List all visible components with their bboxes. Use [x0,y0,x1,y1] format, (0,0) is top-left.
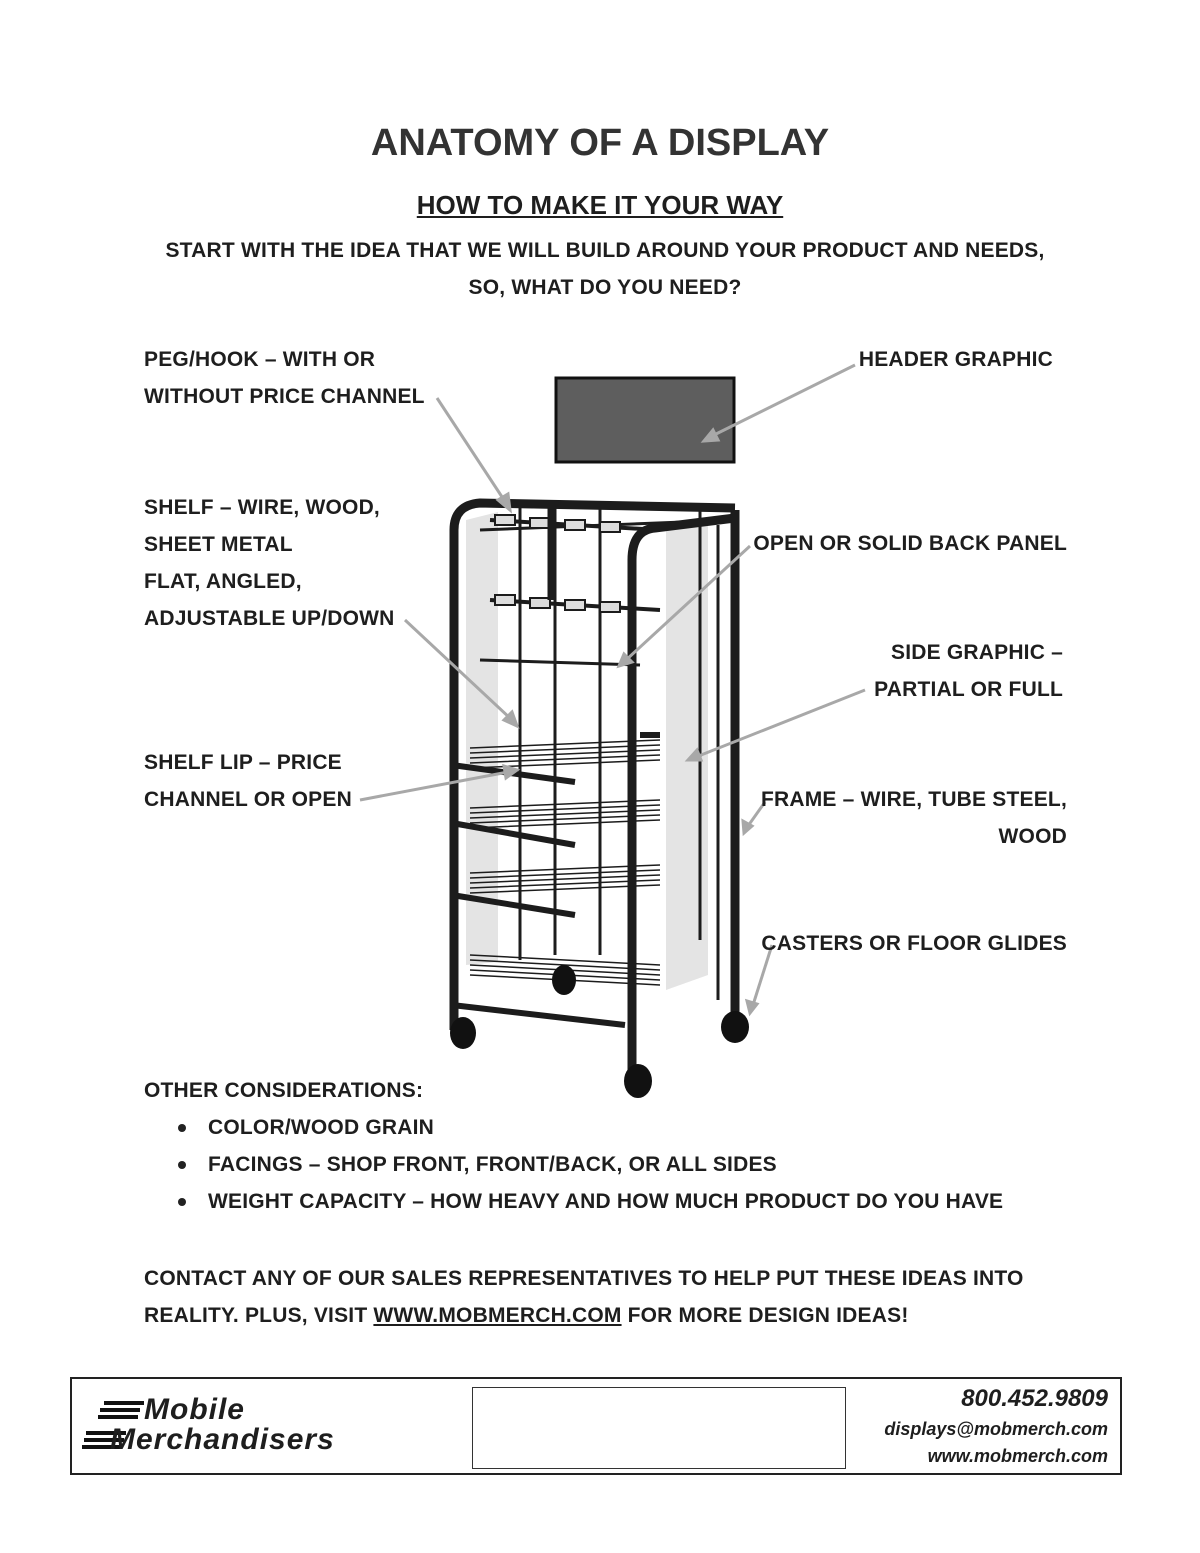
callout-line: ADJUSTABLE UP/DOWN [144,607,395,630]
website-url[interactable]: www.mobmerch.com [927,1446,1108,1466]
list-item: FACINGS – SHOP FRONT, FRONT/BACK, OR ALL… [144,1146,1003,1183]
website-link[interactable]: WWW.MOBMERCH.COM [373,1304,622,1327]
callout-side-graphic: SIDE GRAPHIC – PARTIAL OR FULL [874,634,1063,708]
footer-box: Mobile Merchandisers 800.452.9809 displa… [70,1377,1122,1475]
callout-shelf: SHELF – WIRE, WOOD, SHEET METAL FLAT, AN… [144,489,395,637]
callout-arrows [359,363,866,1017]
contact-line: REALITY. PLUS, VISIT WWW.MOBMERCH.COM FO… [144,1297,1024,1334]
callout-line: PARTIAL OR FULL [874,678,1063,701]
callout-line: SHELF LIP – PRICE [144,751,342,774]
page-subtitle: HOW TO MAKE IT YOUR WAY [416,190,784,220]
list-item: WEIGHT CAPACITY – HOW HEAVY AND HOW MUCH… [144,1183,1003,1220]
intro-text: START WITH THE IDEA THAT WE WILL BUILD A… [0,232,1200,306]
considerations-heading: OTHER CONSIDERATIONS: [144,1079,424,1102]
considerations-list: COLOR/WOOD GRAIN FACINGS – SHOP FRONT, F… [144,1109,1003,1220]
email-address[interactable]: displays@mobmerch.com [884,1419,1108,1439]
dealer-info-box [472,1387,846,1469]
callout-peg-hook: PEG/HOOK – WITH OR WITHOUT PRICE CHANNEL [144,341,425,415]
contact-line: CONTACT ANY OF OUR SALES REPRESENTATIVES… [144,1267,1024,1290]
speed-lines-icon [82,1401,144,1449]
callout-line: PEG/HOOK – WITH OR [144,348,376,371]
phone-number: 800.452.9809 [961,1385,1108,1412]
callout-casters: CASTERS OR FLOOR GLIDES [761,925,1067,962]
callout-line: FRAME – WIRE, TUBE STEEL, [760,788,1067,811]
page-title: ANATOMY OF A DISPLAY [370,122,830,164]
company-logo: Mobile Merchandisers [82,1395,462,1465]
frame [449,498,740,1072]
logo-line: Mobile [144,1393,245,1426]
logo-line: Merchandisers [110,1423,335,1456]
contact-text: REALITY. PLUS, VISIT [144,1304,374,1327]
callout-line: SIDE GRAPHIC – [891,641,1063,664]
contact-paragraph: CONTACT ANY OF OUR SALES REPRESENTATIVES… [144,1260,1024,1334]
callout-header-graphic: HEADER GRAPHIC [859,341,1053,378]
intro-line: SO, WHAT DO YOU NEED? [468,276,742,299]
side-panels [466,512,708,990]
callout-shelf-lip: SHELF LIP – PRICE CHANNEL OR OPEN [144,744,352,818]
list-item: COLOR/WOOD GRAIN [144,1109,1003,1146]
callout-line: OPEN OR SOLID BACK PANEL [753,532,1067,555]
contact-info: 800.452.9809 displays@mobmerch.com www.m… [884,1383,1108,1469]
callout-line: WOOD [998,825,1067,848]
callout-line: FLAT, ANGLED, [144,570,302,593]
callout-frame: FRAME – WIRE, TUBE STEEL, WOOD [761,781,1067,855]
callout-back-panel: OPEN OR SOLID BACK PANEL [753,525,1067,562]
contact-text: FOR MORE DESIGN IDEAS! [621,1304,909,1327]
callout-line: CHANNEL OR OPEN [144,788,352,811]
hooks [489,514,661,613]
callout-line: HEADER GRAPHIC [858,348,1053,371]
callout-line: WITHOUT PRICE CHANNEL [144,385,425,408]
casters-and-wheels [450,965,749,1098]
other-considerations: OTHER CONSIDERATIONS: COLOR/WOOD GRAIN F… [144,1072,1003,1220]
callout-line: CASTERS OR FLOOR GLIDES [761,932,1067,955]
callout-line: SHEET METAL [144,533,293,556]
callout-line: SHELF – WIRE, WOOD, [144,496,380,519]
header-graphic-panel [554,376,736,464]
intro-line: START WITH THE IDEA THAT WE WILL BUILD A… [165,239,1045,262]
